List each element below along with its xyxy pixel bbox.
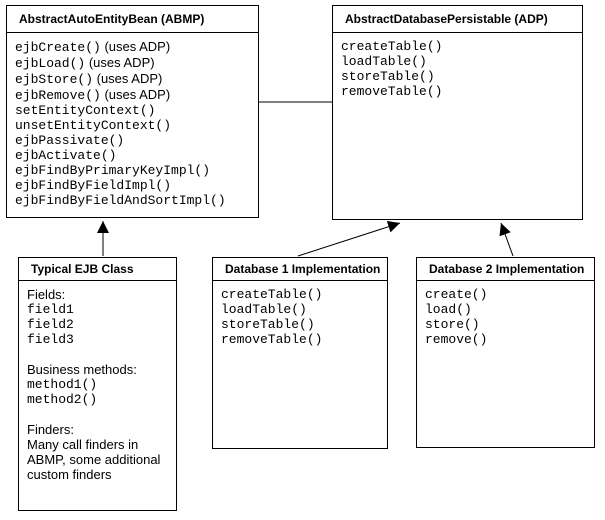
- class-title-ejb: Typical EJB Class: [19, 258, 176, 281]
- method-item: storeTable(): [341, 69, 435, 84]
- class-title-abmp: AbstractAutoEntityBean (ABMP): [7, 6, 258, 33]
- section-gap: [27, 407, 168, 422]
- method-item: loadTable(): [341, 54, 427, 69]
- method-item: ejbStore() (uses ADP): [15, 71, 250, 87]
- method-item: ejbRemove() (uses ADP): [15, 87, 250, 103]
- class-box-adp: AbstractDatabasePersistable (ADP) create…: [332, 5, 583, 220]
- method-item: loadTable(): [221, 302, 307, 317]
- method-item: removeTable(): [221, 332, 323, 347]
- class-box-abmp: AbstractAutoEntityBean (ABMP) ejbCreate(…: [6, 5, 259, 218]
- class-title-db2: Database 2 Implementation: [417, 258, 594, 281]
- class-body-db1: createTable() loadTable() storeTable() r…: [213, 281, 387, 353]
- method-item: unsetEntityContext(): [15, 118, 172, 133]
- class-box-db1: Database 1 Implementation createTable() …: [212, 257, 388, 449]
- method-name: ejbLoad(): [15, 56, 86, 71]
- field-item: field2: [27, 317, 74, 332]
- field-item: field1: [27, 302, 74, 317]
- section-label-business-methods: Business methods:: [27, 362, 137, 377]
- method-name: ejbStore(): [15, 72, 94, 87]
- method-item: method1(): [27, 377, 98, 392]
- method-item: setEntityContext(): [15, 103, 156, 118]
- section-label-finders: Finders:: [27, 422, 74, 437]
- class-body-db2: create() load() store() remove(): [417, 281, 594, 353]
- method-item: ejbCreate() (uses ADP): [15, 39, 250, 55]
- section-label-fields: Fields:: [27, 287, 66, 302]
- inheritance-arrow-db1-to-adp: [297, 220, 401, 257]
- method-item: ejbPassivate(): [15, 133, 125, 148]
- method-item: storeTable(): [221, 317, 315, 332]
- class-title-db1: Database 1 Implementation: [213, 258, 387, 281]
- method-name: ejbRemove(): [15, 88, 101, 103]
- inheritance-arrow-db2-to-adp: [499, 222, 514, 257]
- method-item: createTable(): [341, 39, 443, 54]
- finders-note: Many call finders in ABMP, some addition…: [27, 437, 161, 482]
- method-note: (uses ADP): [85, 55, 155, 70]
- method-name: ejbCreate(): [15, 40, 101, 55]
- field-item: field3: [27, 332, 74, 347]
- method-item: load(): [425, 302, 472, 317]
- class-body-adp: createTable() loadTable() storeTable() r…: [333, 33, 582, 105]
- method-item: ejbActivate(): [15, 148, 117, 163]
- section-gap: [27, 347, 168, 362]
- method-note: (uses ADP): [93, 71, 163, 86]
- method-item: ejbFindByFieldAndSortImpl(): [15, 193, 226, 208]
- method-item: createTable(): [221, 287, 323, 302]
- method-note: (uses ADP): [100, 39, 171, 54]
- method-item: remove(): [425, 332, 488, 347]
- method-item: ejbLoad() (uses ADP): [15, 55, 250, 71]
- class-box-ejb: Typical EJB Class Fields: field1 field2 …: [18, 257, 177, 511]
- class-body-ejb: Fields: field1 field2 field3 Business me…: [19, 281, 176, 488]
- class-body-abmp: ejbCreate() (uses ADP) ejbLoad() (uses A…: [7, 33, 258, 214]
- method-item: removeTable(): [341, 84, 443, 99]
- class-box-db2: Database 2 Implementation create() load(…: [416, 257, 595, 448]
- method-item: ejbFindByPrimaryKeyImpl(): [15, 163, 211, 178]
- method-item: ejbFindByFieldImpl(): [15, 178, 172, 193]
- method-item: store(): [425, 317, 480, 332]
- method-note: (uses ADP): [100, 87, 171, 102]
- class-title-adp: AbstractDatabasePersistable (ADP): [333, 6, 582, 33]
- method-item: create(): [425, 287, 488, 302]
- method-item: method2(): [27, 392, 98, 407]
